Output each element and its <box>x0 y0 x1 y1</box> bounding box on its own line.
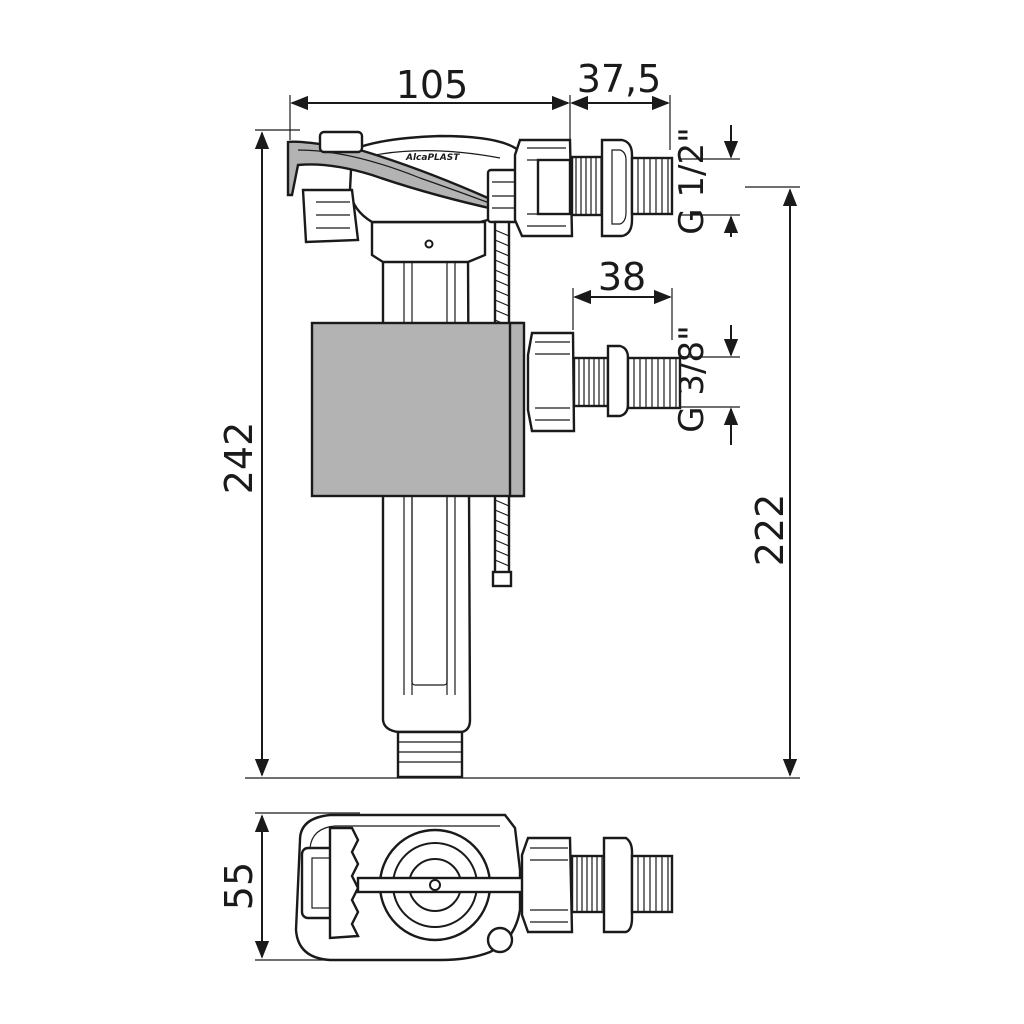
top-view-gear <box>328 826 360 940</box>
thread-label-top: G 1/2" <box>672 127 712 235</box>
valve-base <box>396 730 464 779</box>
top-view-nut <box>520 836 574 934</box>
dimension-37-5: 37,5 <box>577 57 662 101</box>
valve-upper-housing <box>370 220 487 264</box>
fill-valve-top-view <box>294 813 674 962</box>
top-view-thread <box>570 854 608 914</box>
side-inlet-threaded-end <box>626 356 682 410</box>
top-inlet-thread <box>570 155 608 217</box>
dimension-55: 55 <box>217 862 261 910</box>
dimension-105: 105 <box>396 63 469 107</box>
top-inlet-threaded-end <box>630 156 674 216</box>
side-inlet-washer <box>606 344 630 418</box>
top-inlet-washer <box>600 138 634 238</box>
top-view-knob <box>486 926 514 954</box>
lever-clip <box>301 188 360 244</box>
side-inlet-thread <box>572 356 610 408</box>
dimension-222: 222 <box>748 494 792 567</box>
brand-logo: AlcaPLAST <box>405 153 460 163</box>
dimension-38: 38 <box>598 255 646 299</box>
float-body <box>310 321 524 498</box>
fill-valve-front-view: AlcaPLAST <box>286 130 682 779</box>
top-view-threaded-end <box>630 854 674 914</box>
top-view-washer <box>602 836 634 934</box>
dimension-242: 242 <box>217 422 261 495</box>
float-guide <box>508 321 526 498</box>
side-inlet-nut <box>526 331 576 433</box>
